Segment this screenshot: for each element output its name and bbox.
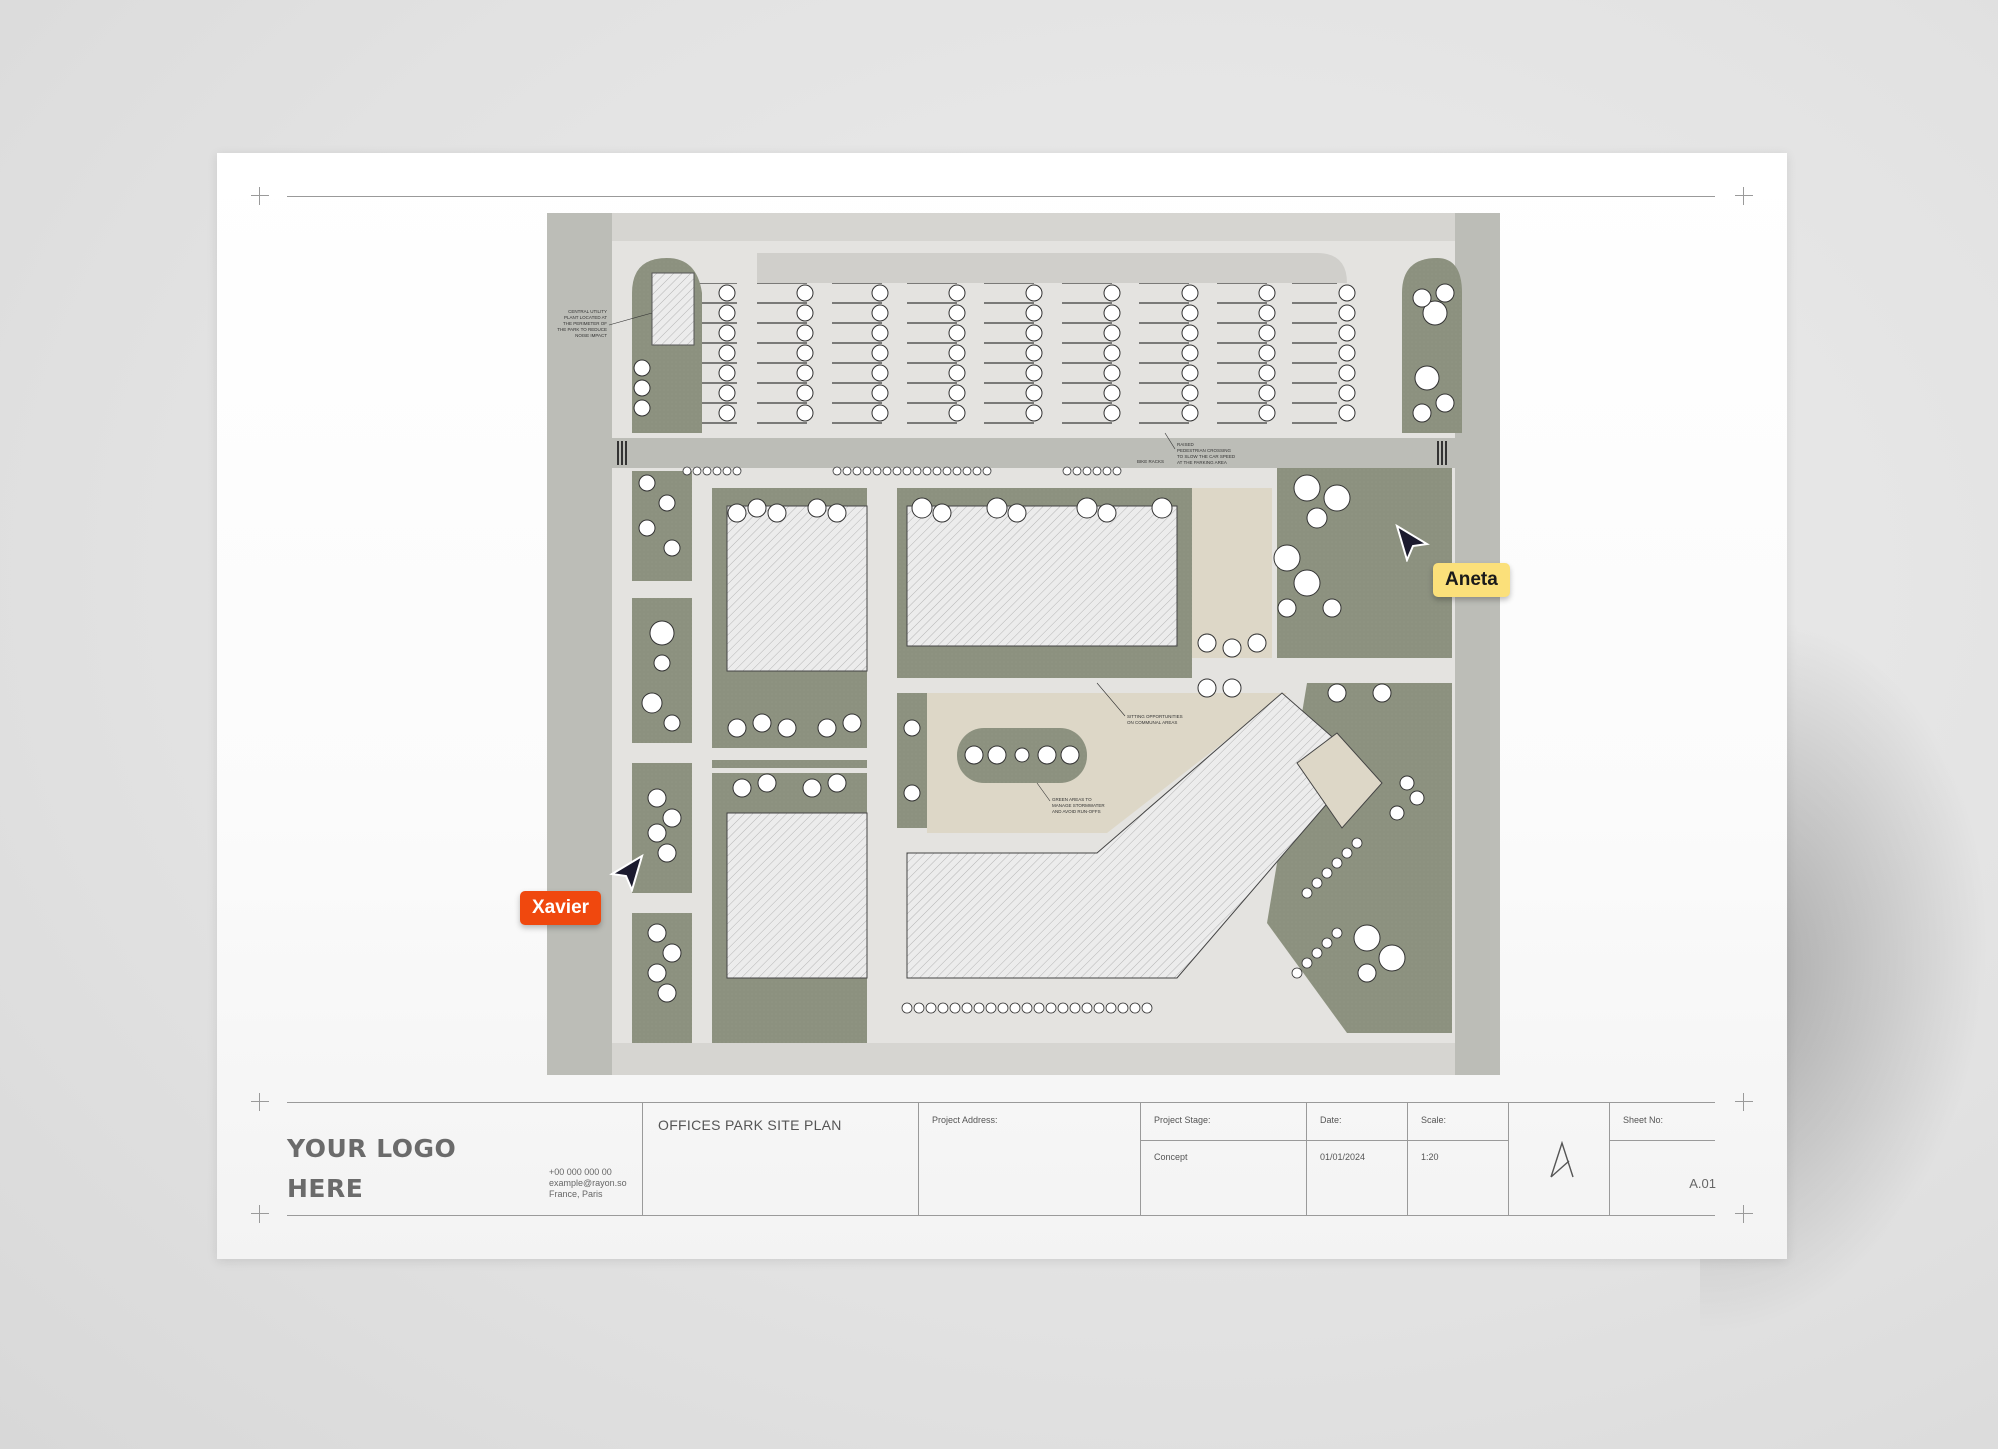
svg-text:AND AVOID RUN-OFFS: AND AVOID RUN-OFFS [1052, 809, 1101, 814]
svg-text:MANAGE STORMWATER: MANAGE STORMWATER [1052, 803, 1105, 808]
utility-note-1: CENTRAL UTILITY [568, 309, 607, 314]
registration-mark [251, 1093, 269, 1111]
plaza-north [1192, 488, 1272, 658]
north-arrow-cell [1508, 1103, 1610, 1215]
east-road [1455, 213, 1500, 1075]
registration-mark [251, 1205, 269, 1223]
svg-text:PEDESTRIAN CROSSING: PEDESTRIAN CROSSING [1177, 448, 1232, 453]
drawing-sheet: CENTRAL UTILITY PLANT LOCATED AT THE PER… [217, 153, 1787, 1259]
project-title: OFFICES PARK SITE PLAN [658, 1117, 842, 1133]
logo-placeholder: YOUR LOGO HERE [287, 1134, 457, 1203]
registration-mark [1735, 187, 1753, 205]
sheet-no-cell: Sheet No: A.01 [1609, 1103, 1716, 1215]
south-road [612, 1043, 1455, 1075]
north-arrow-icon [1550, 1141, 1574, 1178]
project-stage-cell: Project Stage: Concept [1140, 1103, 1307, 1215]
border-line [287, 196, 1715, 197]
svg-text:AT THE PARKING AREA: AT THE PARKING AREA [1177, 460, 1227, 465]
parking-tree-row [718, 284, 1356, 422]
site-plan[interactable]: CENTRAL UTILITY PLANT LOCATED AT THE PER… [547, 213, 1500, 1075]
office-building-a [726, 505, 868, 672]
cursor-aneta-icon [1395, 523, 1430, 562]
office-building-c [726, 812, 868, 979]
registration-mark [251, 187, 269, 205]
bike-note: BIKE RACKS [1137, 459, 1164, 464]
phone: +00 000 000 00 [549, 1167, 612, 1177]
scale-cell: Scale: 1:20 [1407, 1103, 1509, 1215]
utility-plant [651, 272, 695, 346]
project-title-cell: OFFICES PARK SITE PLAN [642, 1103, 919, 1215]
contact-info: +00 000 000 00 example@rayon.so France, … [549, 1167, 627, 1200]
registration-mark [1735, 1093, 1753, 1111]
svg-text:NOISE IMPACT: NOISE IMPACT [575, 333, 607, 338]
registration-mark [1735, 1205, 1753, 1223]
office-building-b [906, 505, 1178, 647]
email: example@rayon.so [549, 1178, 627, 1188]
date-cell: Date: 01/01/2024 [1306, 1103, 1408, 1215]
seating-note: SITTING OPPORTUNITIES [1127, 714, 1183, 719]
cursor-xavier-icon [609, 853, 644, 892]
building-d-courtyard [1296, 732, 1383, 829]
parking-rows [697, 283, 1337, 428]
location: France, Paris [549, 1189, 603, 1199]
svg-text:ON COMMUNAL AREAS: ON COMMUNAL AREAS [1127, 720, 1177, 725]
svg-text:PLANT LOCATED AT: PLANT LOCATED AT [564, 315, 607, 320]
crossing-note: RAISED [1177, 442, 1195, 447]
date-value: 01/01/2024 [1320, 1152, 1366, 1162]
svg-text:THE PERIMETER OF: THE PERIMETER OF [563, 321, 607, 326]
west-road [547, 213, 612, 1075]
crosswalk [617, 441, 1447, 465]
project-stage-value: Concept [1154, 1152, 1188, 1162]
internal-street [612, 438, 1455, 468]
green-note: GREEN AREAS TO [1052, 797, 1092, 802]
sheet-number: A.01 [1689, 1176, 1716, 1191]
svg-text:TO SLOW THE CAR SPEED: TO SLOW THE CAR SPEED [1177, 454, 1236, 459]
project-address-cell: Project Address: [918, 1103, 1141, 1215]
collaborator-tag-xavier: Xavier [520, 891, 602, 925]
collaborator-tag-aneta: Aneta [1433, 563, 1510, 597]
svg-text:THE PARK TO REDUCE: THE PARK TO REDUCE [557, 327, 607, 332]
title-block: YOUR LOGO HERE +00 000 000 00 example@ra… [287, 1102, 1716, 1216]
scale-value: 1:20 [1421, 1152, 1439, 1162]
